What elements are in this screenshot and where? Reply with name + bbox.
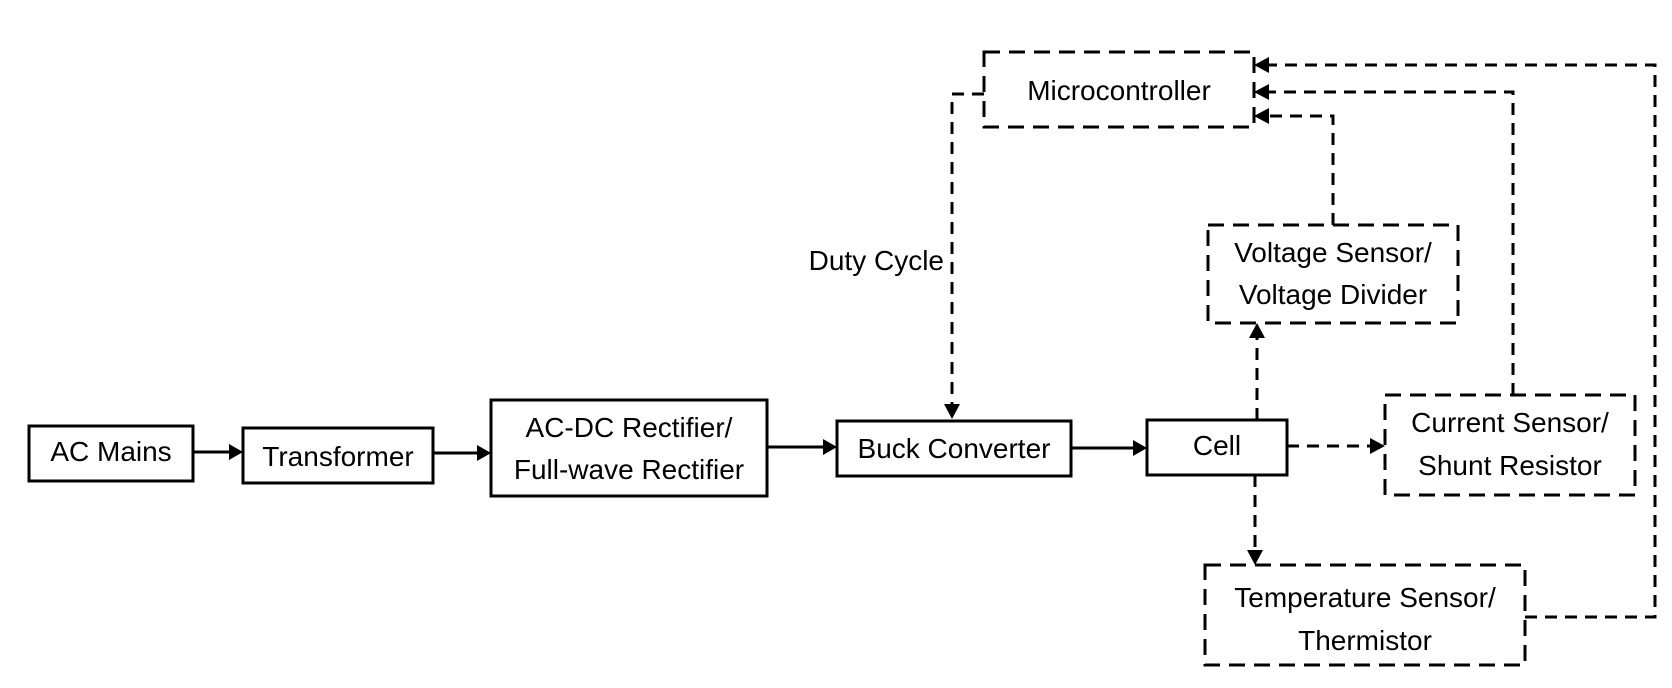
arrow-rectifier-to-buck (767, 439, 837, 455)
duty-cycle-label: Duty Cycle (809, 245, 944, 276)
block-rectifier: AC-DC Rectifier/ Full-wave Rectifier (489, 398, 769, 498)
block-current-sensor: Current Sensor/ Shunt Resistor (1383, 393, 1637, 497)
block-cell: Cell (1145, 418, 1289, 477)
arrow-transformer-to-rectifier (433, 445, 491, 461)
block-voltage-sensor: Voltage Sensor/ Voltage Divider (1206, 223, 1460, 325)
arrow-cell-to-current-sensor (1287, 438, 1385, 454)
buck-converter-label: Buck Converter (858, 433, 1051, 464)
current-sensor-label-line2: Shunt Resistor (1418, 450, 1602, 481)
rectifier-label-line2: Full-wave Rectifier (514, 454, 744, 485)
cell-label: Cell (1193, 430, 1241, 461)
rectifier-label-line1: AC-DC Rectifier/ (526, 412, 733, 443)
block-temperature-sensor: Temperature Sensor/ Thermistor (1203, 563, 1527, 667)
arrow-buck-to-cell (1071, 440, 1147, 456)
block-microcontroller: Microcontroller (982, 50, 1256, 129)
temperature-sensor-label-line1: Temperature Sensor/ (1234, 582, 1496, 613)
arrow-temperature-sensor-to-micro (1254, 57, 1657, 619)
current-sensor-label-line1: Current Sensor/ (1411, 407, 1609, 438)
ac-mains-label: AC Mains (50, 436, 171, 467)
microcontroller-label: Microcontroller (1027, 75, 1211, 106)
voltage-sensor-label-line1: Voltage Sensor/ (1234, 237, 1432, 268)
arrow-current-sensor-to-micro (1254, 84, 1515, 395)
transformer-label: Transformer (262, 441, 413, 472)
arrow-micro-to-buck-duty-cycle (944, 92, 984, 419)
temperature-sensor-label-line2: Thermistor (1298, 625, 1432, 656)
voltage-sensor-label-line2: Voltage Divider (1239, 279, 1427, 310)
arrow-cell-to-temperature-sensor (1247, 475, 1263, 565)
arrow-mains-to-transformer (193, 444, 243, 460)
arrow-cell-to-voltage-sensor (1249, 323, 1265, 420)
arrow-voltage-sensor-to-micro (1254, 108, 1335, 225)
block-buck-converter: Buck Converter (835, 419, 1073, 478)
block-transformer: Transformer (241, 426, 435, 485)
block-ac-mains: AC Mains (27, 424, 195, 483)
